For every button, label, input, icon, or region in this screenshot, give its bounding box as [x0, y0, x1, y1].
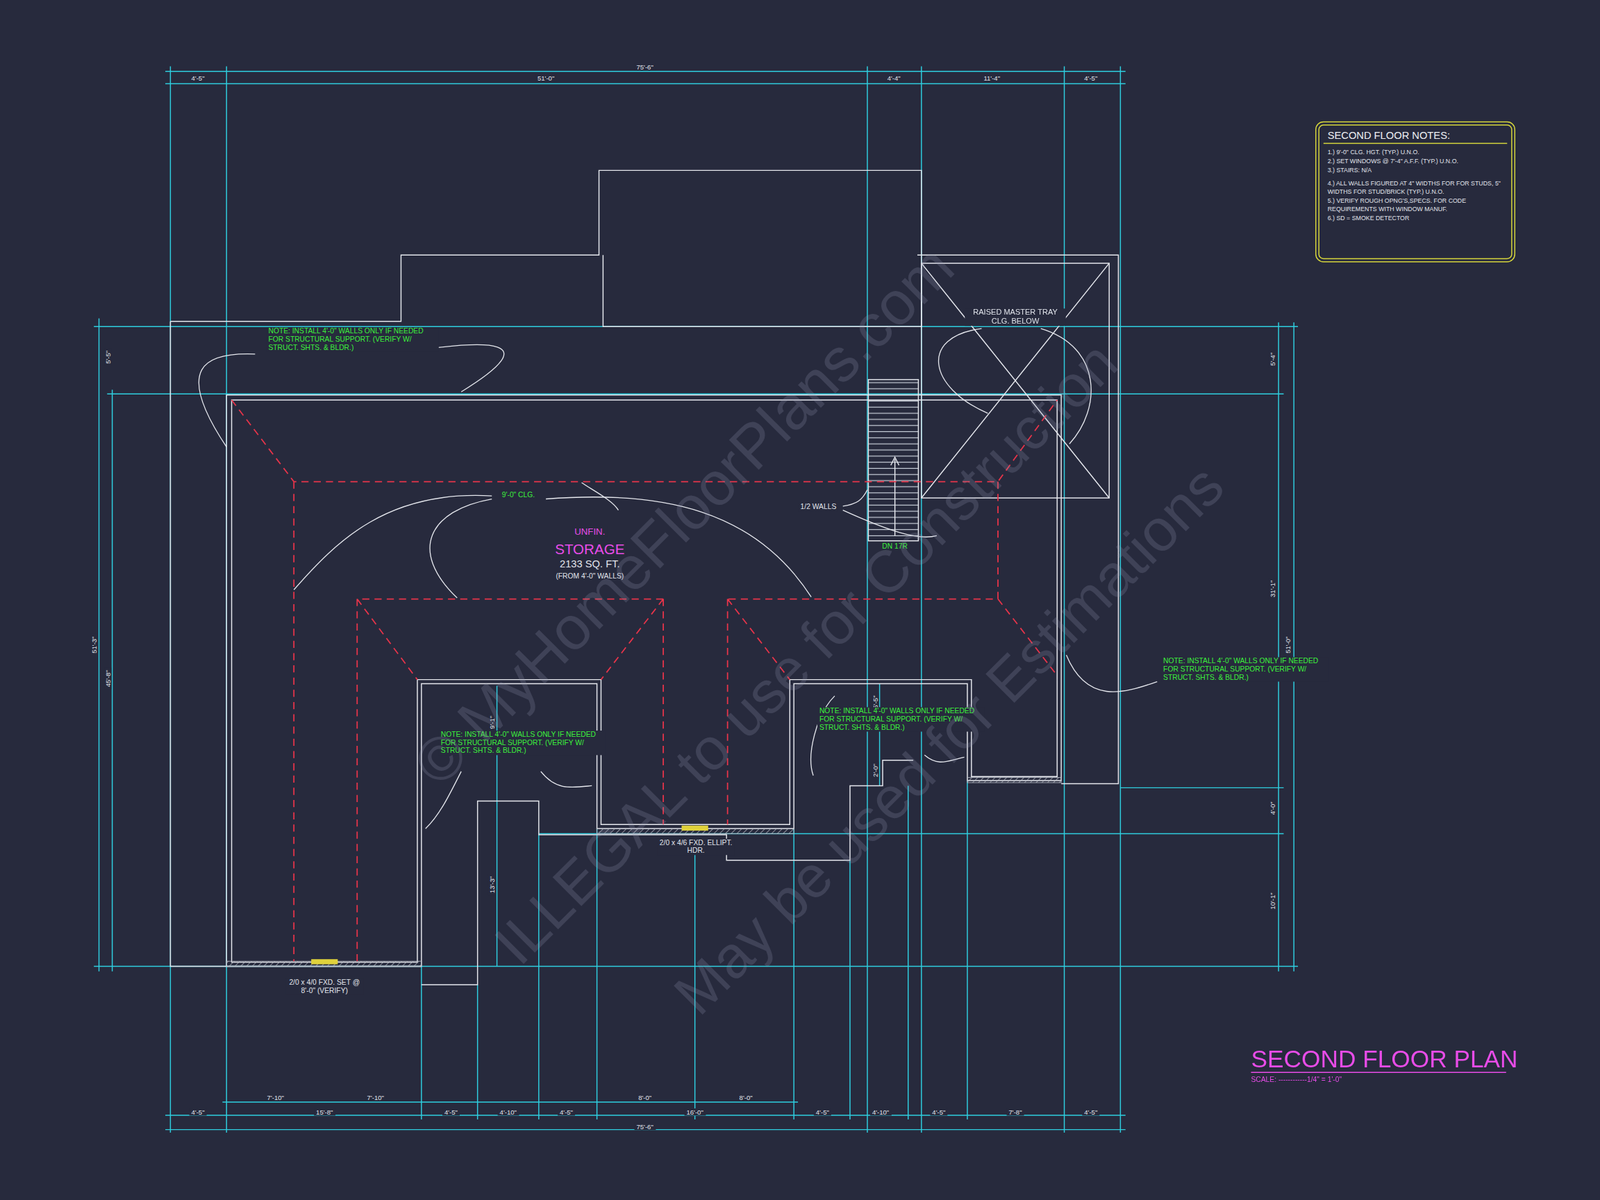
dimension-label: RAISED MASTER TRAY CLG. BELOW	[964, 308, 1066, 326]
scale-caption: SCALE: ------------1/4" = 1'-0"	[1250, 1075, 1342, 1085]
dimension-label: 51'-0"	[1284, 634, 1292, 656]
dimension-label: 4'-5"	[442, 1108, 460, 1116]
dimension-label: 16'-0"	[684, 1108, 706, 1116]
dimension-label: 2/0 x 4/0 FXD. SET @ 8'-0" (VERIFY)	[285, 978, 364, 996]
dimension-label: 13'-3"	[488, 874, 496, 896]
dimension-label: 4'-10"	[497, 1108, 519, 1116]
dimension-label: 1/2 WALLS	[798, 502, 839, 512]
dimension-label: 4'-5"	[189, 75, 207, 83]
notes-box: SECOND FLOOR NOTES: 1.) 9'-0" CLG. HGT. (…	[1315, 121, 1516, 263]
dimension-label: 2/0 x 4/6 FXD. ELLIPT. HDR.	[656, 838, 735, 856]
dimension-label: 10'-1"	[1268, 890, 1277, 912]
dimension-label: 8'-0"	[737, 1094, 755, 1103]
note-item: 4.) ALL WALLS FIGURED AT 4" WIDTHS FOR F…	[1327, 181, 1504, 198]
plan-title: SECOND FLOOR PLAN	[1250, 1045, 1518, 1074]
dimension-label: 4'-5"	[189, 1108, 207, 1116]
dimension-label: 4'-5"	[1081, 75, 1100, 83]
notes-heading: SECOND FLOOR NOTES:	[1323, 129, 1507, 145]
dimension-label: 51'-0"	[535, 75, 557, 83]
note-item: 1.) 9'-0" CLG. HGT. (TYP.) U.N.O.	[1327, 149, 1504, 157]
dimension-label: 4'-4"	[885, 75, 903, 83]
dimension-label: 4'-5"	[1081, 1108, 1100, 1116]
note-text: NOTE: INSTALL 4'-0" WALLS ONLY IF NEEDED…	[1161, 656, 1329, 682]
dimension-label: 4'-0"	[1268, 799, 1277, 817]
dimension-label: UNFIN.	[572, 526, 607, 537]
dimension-label: 51'-3"	[90, 634, 98, 656]
dimension-label: 5'-4"	[1268, 350, 1277, 369]
dimension-label: 4'-5"	[557, 1108, 575, 1116]
dimension-label: 7'-8"	[1006, 1108, 1025, 1116]
dimension-label: 8'-0"	[636, 1094, 654, 1103]
note-item: 3.) STAIRS: N/A	[1327, 166, 1504, 175]
dimension-label: 4'-5"	[813, 1108, 832, 1116]
dimension-label: 75'-6"	[634, 1122, 656, 1131]
dimension-label: 11'-4"	[981, 75, 1003, 83]
note-text: 9'-0" CLG.	[500, 490, 537, 500]
note-text: NOTE: INSTALL 4'-0" WALLS ONLY IF NEEDED…	[266, 327, 439, 353]
dimension-label: 7'-10"	[265, 1094, 287, 1103]
note-item: 6.) SD = SMOKE DETECTOR	[1327, 214, 1504, 223]
dimension-label: 4'-10"	[870, 1108, 891, 1116]
dimension-label: 7'-10"	[365, 1094, 387, 1103]
dimension-label: 45'-8"	[104, 668, 112, 689]
dimension-label: 15'-8"	[313, 1108, 335, 1116]
dimension-label: 31'-1"	[1268, 578, 1277, 600]
dimension-label: 75'-6"	[634, 63, 656, 71]
dimension-label: 5'-5"	[104, 348, 112, 366]
dimension-label: 4'-5"	[929, 1108, 948, 1116]
note-item: 2.) SET WINDOWS @ 7'-4" A.F.F. (TYP.) U.…	[1327, 157, 1504, 166]
note-item: 5.) VERIFY ROUGH OPNG'S,SPECS. FOR CODE …	[1327, 197, 1504, 214]
